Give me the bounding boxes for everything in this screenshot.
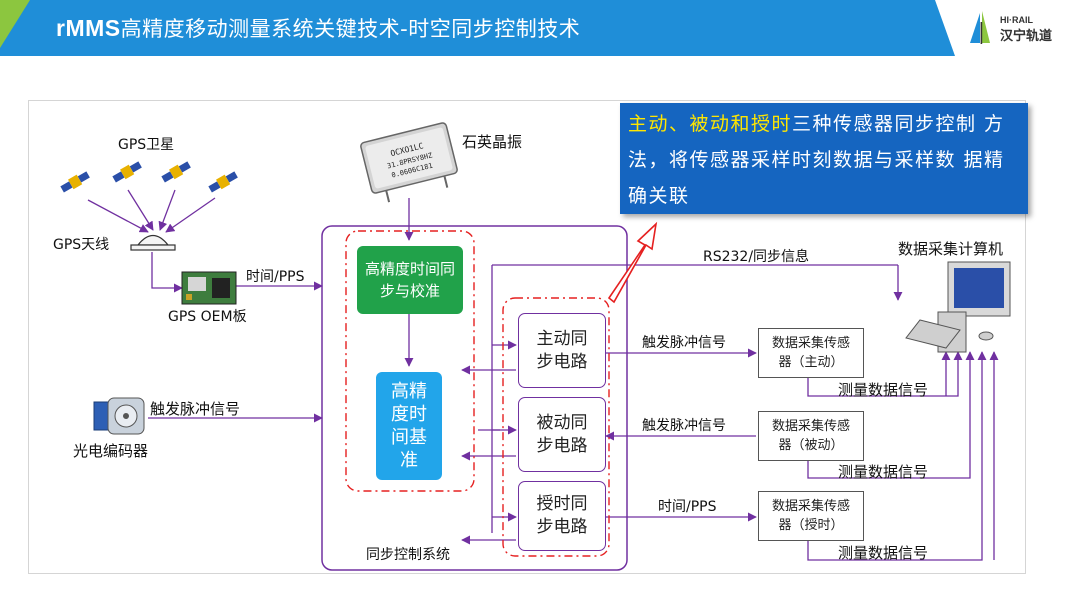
gps-oem-board-icon [181, 271, 237, 305]
passive-sync-circuit-box: 被动同步电路 [518, 397, 606, 472]
daq-active-box: 数据采集传感器（主动） [758, 328, 864, 378]
header-bar [0, 0, 1080, 56]
gps-antenna-label: GPS天线 [53, 237, 110, 253]
measure-signal-2-label: 测量数据信号 [838, 463, 929, 481]
circuit-group-outline [502, 297, 610, 557]
sync-system-label: 同步控制系统 [366, 547, 450, 563]
time-base-box: 高精度时间基准 [376, 372, 442, 480]
encoder-label: 光电编码器 [73, 442, 149, 460]
antenna-oem-link [151, 252, 183, 293]
measure-link-2 [807, 351, 975, 479]
gps-oem-label: GPS OEM板 [168, 309, 247, 325]
title-cn-1: 高精度移动测量系统关键技术 [120, 17, 401, 41]
daq-passive-box: 数据采集传感器（被动） [758, 411, 864, 461]
highlight-arrow-icon [607, 221, 658, 304]
trigger-pulse-in-label: 触发脉冲信号 [150, 400, 241, 418]
sat-link-3 [158, 189, 176, 231]
satellite-icon [60, 171, 90, 193]
highlight-callout: 主动、被动和授时三种传感器同步控制 方法，将传感器采样时刻数据与采样数 据精确关… [620, 103, 1028, 214]
satellite-icon [161, 161, 191, 183]
gps-satellite-label: GPS卫星 [118, 137, 175, 153]
company-logo: HI·RAIL 汉宁轨道 [970, 11, 1052, 44]
satellite-icon [112, 161, 142, 183]
gps-antenna-icon [130, 234, 176, 251]
measure-link-3 [807, 351, 987, 561]
sync-control-system-box [321, 225, 628, 571]
measure-link-1 [807, 351, 963, 397]
computer-label: 数据采集计算机 [898, 240, 1004, 258]
trigger-pulse-passive-label: 触发脉冲信号 [642, 418, 726, 434]
title-dash: - [400, 17, 409, 41]
logo-cn: 汉宁轨道 [1000, 28, 1052, 44]
computer-icon [905, 261, 1011, 353]
highlight-text: 三种传感器同步控制 方法，将传感器采样时刻数据与采样数 据精确关联 [628, 113, 1005, 207]
highlight-emphasis: 主动、被动和授时 [628, 113, 793, 135]
time-pps-out-label: 时间/PPS [658, 499, 717, 515]
sat-link-1 [87, 199, 149, 233]
high-precision-sync-box: 高精度时间同步与校准 [357, 246, 463, 314]
active-sync-circuit-box: 主动同步电路 [518, 313, 606, 388]
title-en: rMMS [56, 15, 121, 41]
quartz-crystal-icon: OCXO1LC 31.8PRSY8HZ 0.0606C181 [360, 122, 458, 203]
time-pps-in-label: 时间/PPS [246, 269, 305, 285]
encoder-icon [93, 397, 145, 435]
rs232-label: RS232/同步信息 [703, 249, 810, 265]
measure-signal-3-label: 测量数据信号 [838, 544, 929, 562]
logo-en: HI·RAIL [1000, 15, 1033, 25]
measure-signal-1-label: 测量数据信号 [838, 381, 929, 399]
satellite-icon [208, 171, 238, 193]
time-group-outline [345, 230, 475, 492]
sat-link-4 [165, 197, 216, 233]
title-cn-2: 时空同步控制技术 [408, 17, 581, 41]
sat-link-2 [127, 189, 154, 231]
daq-timing-box: 数据采集传感器（授时） [758, 491, 864, 541]
quartz-label: 石英晶振 [462, 133, 523, 151]
logo-mark-icon [970, 11, 990, 44]
slide-title: rMMS高精度移动测量系统关键技术-时空同步控制技术 [56, 13, 580, 43]
trigger-pulse-active-label: 触发脉冲信号 [642, 335, 726, 351]
timing-sync-circuit-box: 授时同步电路 [518, 481, 606, 551]
